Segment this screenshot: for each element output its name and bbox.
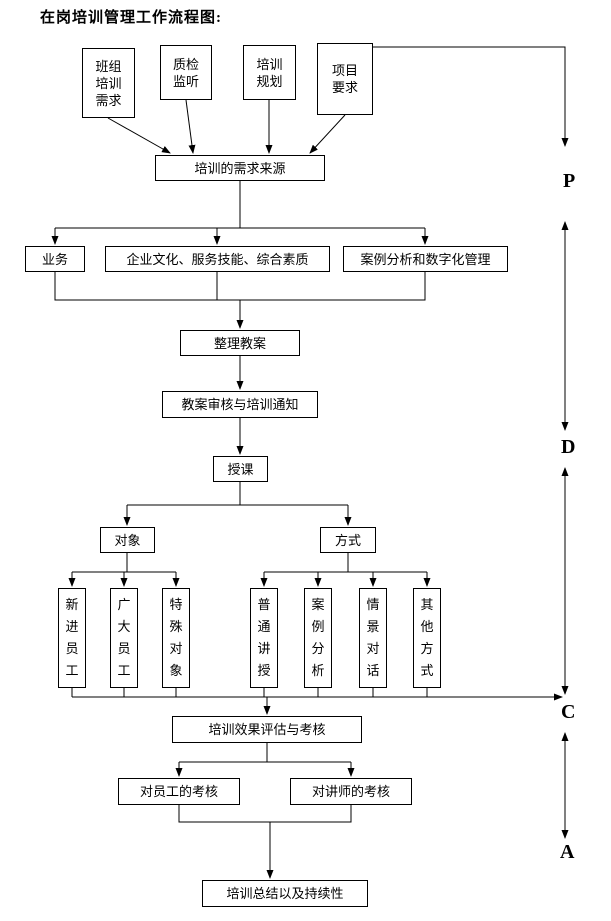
node-culture-skills-quality: 企业文化、服务技能、综合素质	[105, 246, 330, 272]
node-scenario-dialogue: 情 景 对 话	[359, 588, 387, 688]
node-review-and-notice: 教案审核与培训通知	[162, 391, 318, 418]
node-training-demand-source: 培训的需求来源	[155, 155, 325, 181]
node-other-methods: 其 他 方 式	[413, 588, 441, 688]
node-team-training-needs: 班组 培训 需求	[82, 48, 135, 118]
node-project-requirements: 项目 要求	[317, 43, 373, 115]
pdca-letter-p: P	[563, 170, 576, 192]
node-new-employees: 新 进 员 工	[58, 588, 86, 688]
node-special-targets: 特 殊 对 象	[162, 588, 190, 688]
node-prepare-lesson-plan: 整理教案	[180, 330, 300, 356]
node-lecturer-assessment: 对讲师的考核	[290, 778, 412, 805]
node-business: 业务	[25, 246, 85, 272]
pdca-letter-d: D	[561, 436, 576, 458]
node-case-analysis-method: 案 例 分 析	[304, 588, 332, 688]
node-employee-assessment: 对员工的考核	[118, 778, 240, 805]
node-quality-monitoring: 质检 监听	[160, 45, 212, 100]
node-training-summary-continuity: 培训总结以及持续性	[202, 880, 368, 907]
pdca-letter-c: C	[561, 701, 576, 723]
node-method: 方式	[320, 527, 376, 553]
node-ordinary-lecture: 普 通 讲 授	[250, 588, 278, 688]
node-case-analysis-digital-mgmt: 案例分析和数字化管理	[343, 246, 508, 272]
pdca-letter-a: A	[560, 841, 575, 863]
node-all-employees: 广 大 员 工	[110, 588, 138, 688]
node-teaching: 授课	[213, 456, 268, 482]
node-target: 对象	[100, 527, 155, 553]
node-training-planning: 培训 规划	[243, 45, 296, 100]
node-training-effect-evaluation: 培训效果评估与考核	[172, 716, 362, 743]
page-title: 在岗培训管理工作流程图:	[40, 10, 222, 26]
